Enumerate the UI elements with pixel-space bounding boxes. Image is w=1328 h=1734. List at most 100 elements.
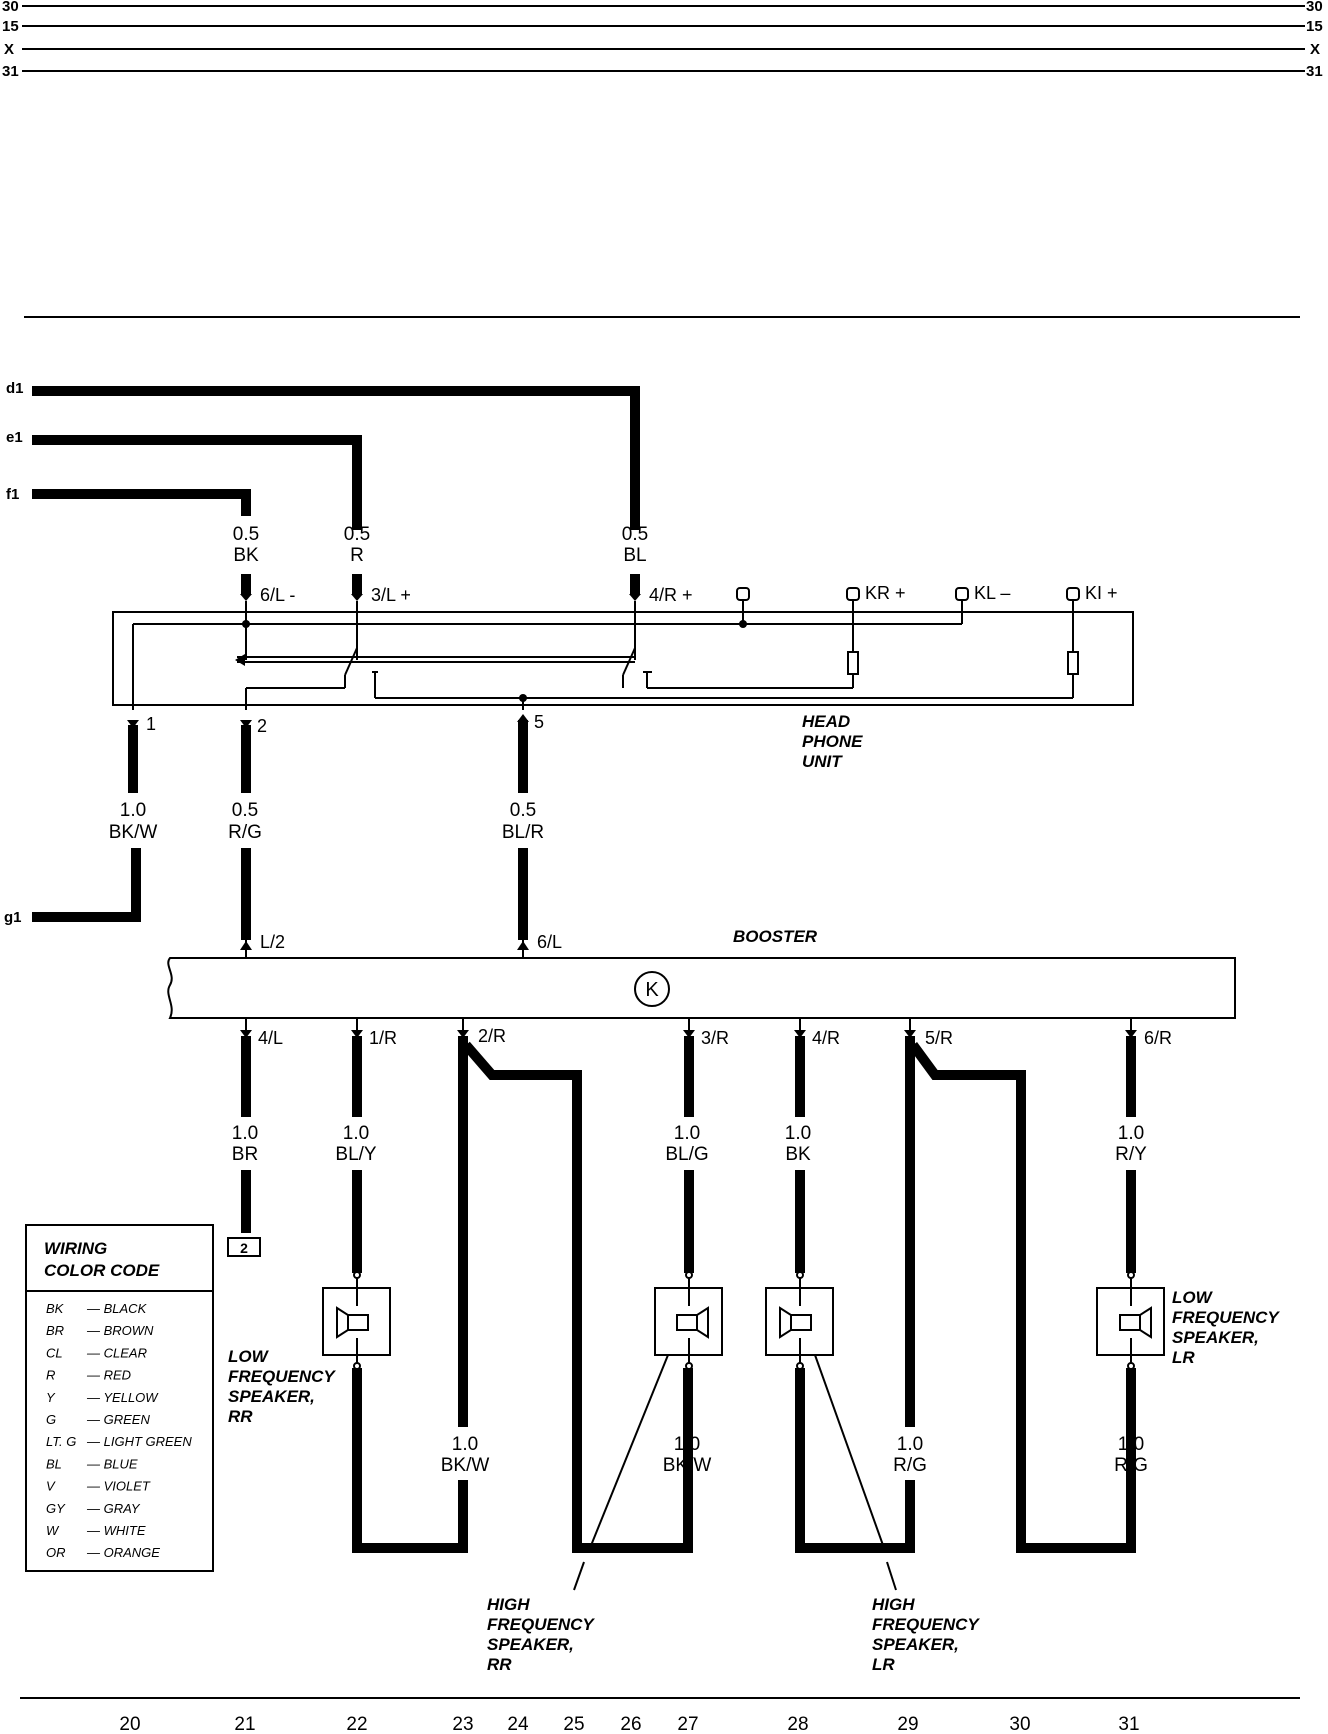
wire-label-color: R/G [1114, 1455, 1148, 1476]
rail-30-right: 30 [1306, 0, 1323, 15]
speaker-label: SPEAKER, [1172, 1328, 1259, 1347]
pin-arrow [127, 720, 139, 728]
wire-label-color: BL/Y [335, 1144, 377, 1165]
rail-30-left: 30 [2, 0, 19, 15]
wire-e1-r [32, 435, 362, 530]
headphone-unit [112, 587, 1134, 710]
connector-g1: g1 [4, 909, 22, 926]
grid-number: 29 [897, 1714, 918, 1734]
legend-code: BR [46, 1323, 64, 1338]
pin-6l: 6/L - [260, 585, 295, 605]
grid-number: 23 [452, 1714, 473, 1734]
speaker-label: SPEAKER, [228, 1387, 315, 1406]
wire-label-size: 1.0 [674, 1123, 700, 1144]
pin-4r-booster: 4/R [812, 1028, 840, 1048]
grid-number: 22 [346, 1714, 367, 1734]
legend-color-name: — BLACK [86, 1301, 148, 1316]
wire-label-color: BK [785, 1144, 811, 1165]
wire-label-color: R/G [893, 1455, 927, 1476]
wire-2r-loop [352, 1368, 468, 1553]
wire-label-color: R/Y [1115, 1144, 1147, 1165]
speaker-label: SPEAKER, [487, 1635, 574, 1654]
pin-3l: 3/L + [371, 585, 411, 605]
legend-code: LT. G [46, 1434, 76, 1449]
speaker-label: HIGH [872, 1595, 915, 1614]
legend-color-name: — VIOLET [86, 1479, 151, 1494]
legend-color-name: — RED [86, 1368, 131, 1383]
legend-code: OR [46, 1545, 66, 1560]
wire-label-color: R [350, 545, 364, 566]
connector-d1: d1 [6, 380, 24, 397]
pin-l2: L/2 [260, 932, 285, 952]
wire-label-size: 0.5 [344, 524, 370, 545]
power-rails: 30 15 X 31 30 15 X 31 [2, 0, 1323, 80]
wire-label-size: 0.5 [232, 800, 258, 821]
legend-color-name: — GRAY [86, 1501, 141, 1516]
pin-arrow [629, 594, 641, 601]
legend-color-name: — ORANGE [86, 1545, 160, 1560]
wire-label-size: 1.0 [1118, 1123, 1144, 1144]
ground-ref-label: 2 [240, 1240, 248, 1256]
pin-1: 1 [146, 714, 156, 734]
connector-f1: f1 [6, 486, 19, 503]
legend-color-name: — BLUE [86, 1456, 138, 1471]
pin-2: 2 [257, 716, 267, 736]
legend-code: GY [46, 1501, 66, 1516]
speaker-label: FREQUENCY [228, 1367, 336, 1386]
wire-label-color: R/G [228, 822, 262, 843]
speaker-low-frequency-lr [1096, 1271, 1165, 1370]
pin-arrow [240, 594, 252, 601]
pin-arrow [240, 720, 252, 728]
speaker-label: LR [1172, 1348, 1195, 1367]
grid-number: 21 [234, 1714, 255, 1734]
wire-label-size: 0.5 [510, 800, 536, 821]
headphone-unit-title: HEAD [802, 712, 850, 731]
grid-number: 30 [1009, 1714, 1030, 1734]
wire-label-size: 1.0 [343, 1123, 369, 1144]
connector-e1: e1 [6, 429, 23, 446]
speaker-label: FREQUENCY [1172, 1308, 1280, 1327]
booster-unit: K [167, 957, 1236, 1019]
legend-color-name: — BROWN [86, 1323, 154, 1338]
grid-number: 20 [119, 1714, 140, 1734]
legend-color-name: — LIGHT GREEN [86, 1434, 192, 1449]
speaker-label: RR [228, 1407, 253, 1426]
wire-label-color: BK/W [663, 1455, 712, 1476]
rail-31-right: 31 [1306, 63, 1323, 80]
pin-6l-booster: 6/L [537, 932, 562, 952]
legend-color-name: — YELLOW [86, 1390, 159, 1405]
legend-code: BK [46, 1301, 65, 1316]
pin-5: 5 [534, 712, 544, 732]
legend-title: WIRING [44, 1239, 107, 1258]
pin-arrow [351, 594, 363, 601]
wire-label-size: 0.5 [622, 524, 648, 545]
grid-number: 27 [677, 1714, 698, 1734]
rail-15-right: 15 [1306, 18, 1323, 35]
headphone-unit-title: PHONE [802, 732, 863, 751]
wire-label-size: 0.5 [233, 524, 259, 545]
pin-4l: 4/L [258, 1028, 283, 1048]
wire-label-color: BK/W [109, 822, 158, 843]
pin-5r: 5/R [925, 1028, 953, 1048]
headphone-unit-title: UNIT [802, 752, 843, 771]
wire-label-size: 1.0 [897, 1434, 923, 1455]
legend-code: BL [46, 1456, 62, 1471]
pin-1r: 1/R [369, 1028, 397, 1048]
speaker-label: FREQUENCY [872, 1615, 980, 1634]
wire-label-color: BK/W [441, 1455, 490, 1476]
legend-code: V [46, 1479, 56, 1494]
ground-ref-box [227, 1237, 261, 1257]
wire-f1-bk [32, 489, 251, 516]
pin-kl: KL – [974, 583, 1010, 603]
wire-5r-loop [795, 1368, 915, 1553]
wire-label-size: 1.0 [232, 1123, 258, 1144]
speaker-low-frequency-rr [322, 1271, 391, 1370]
wire-label-size: 1.0 [785, 1123, 811, 1144]
wire-label-size: 1.0 [1118, 1434, 1144, 1455]
pin-kr: KR + [865, 583, 906, 603]
pin-2r: 2/R [478, 1026, 506, 1046]
leader-line [573, 1561, 585, 1591]
